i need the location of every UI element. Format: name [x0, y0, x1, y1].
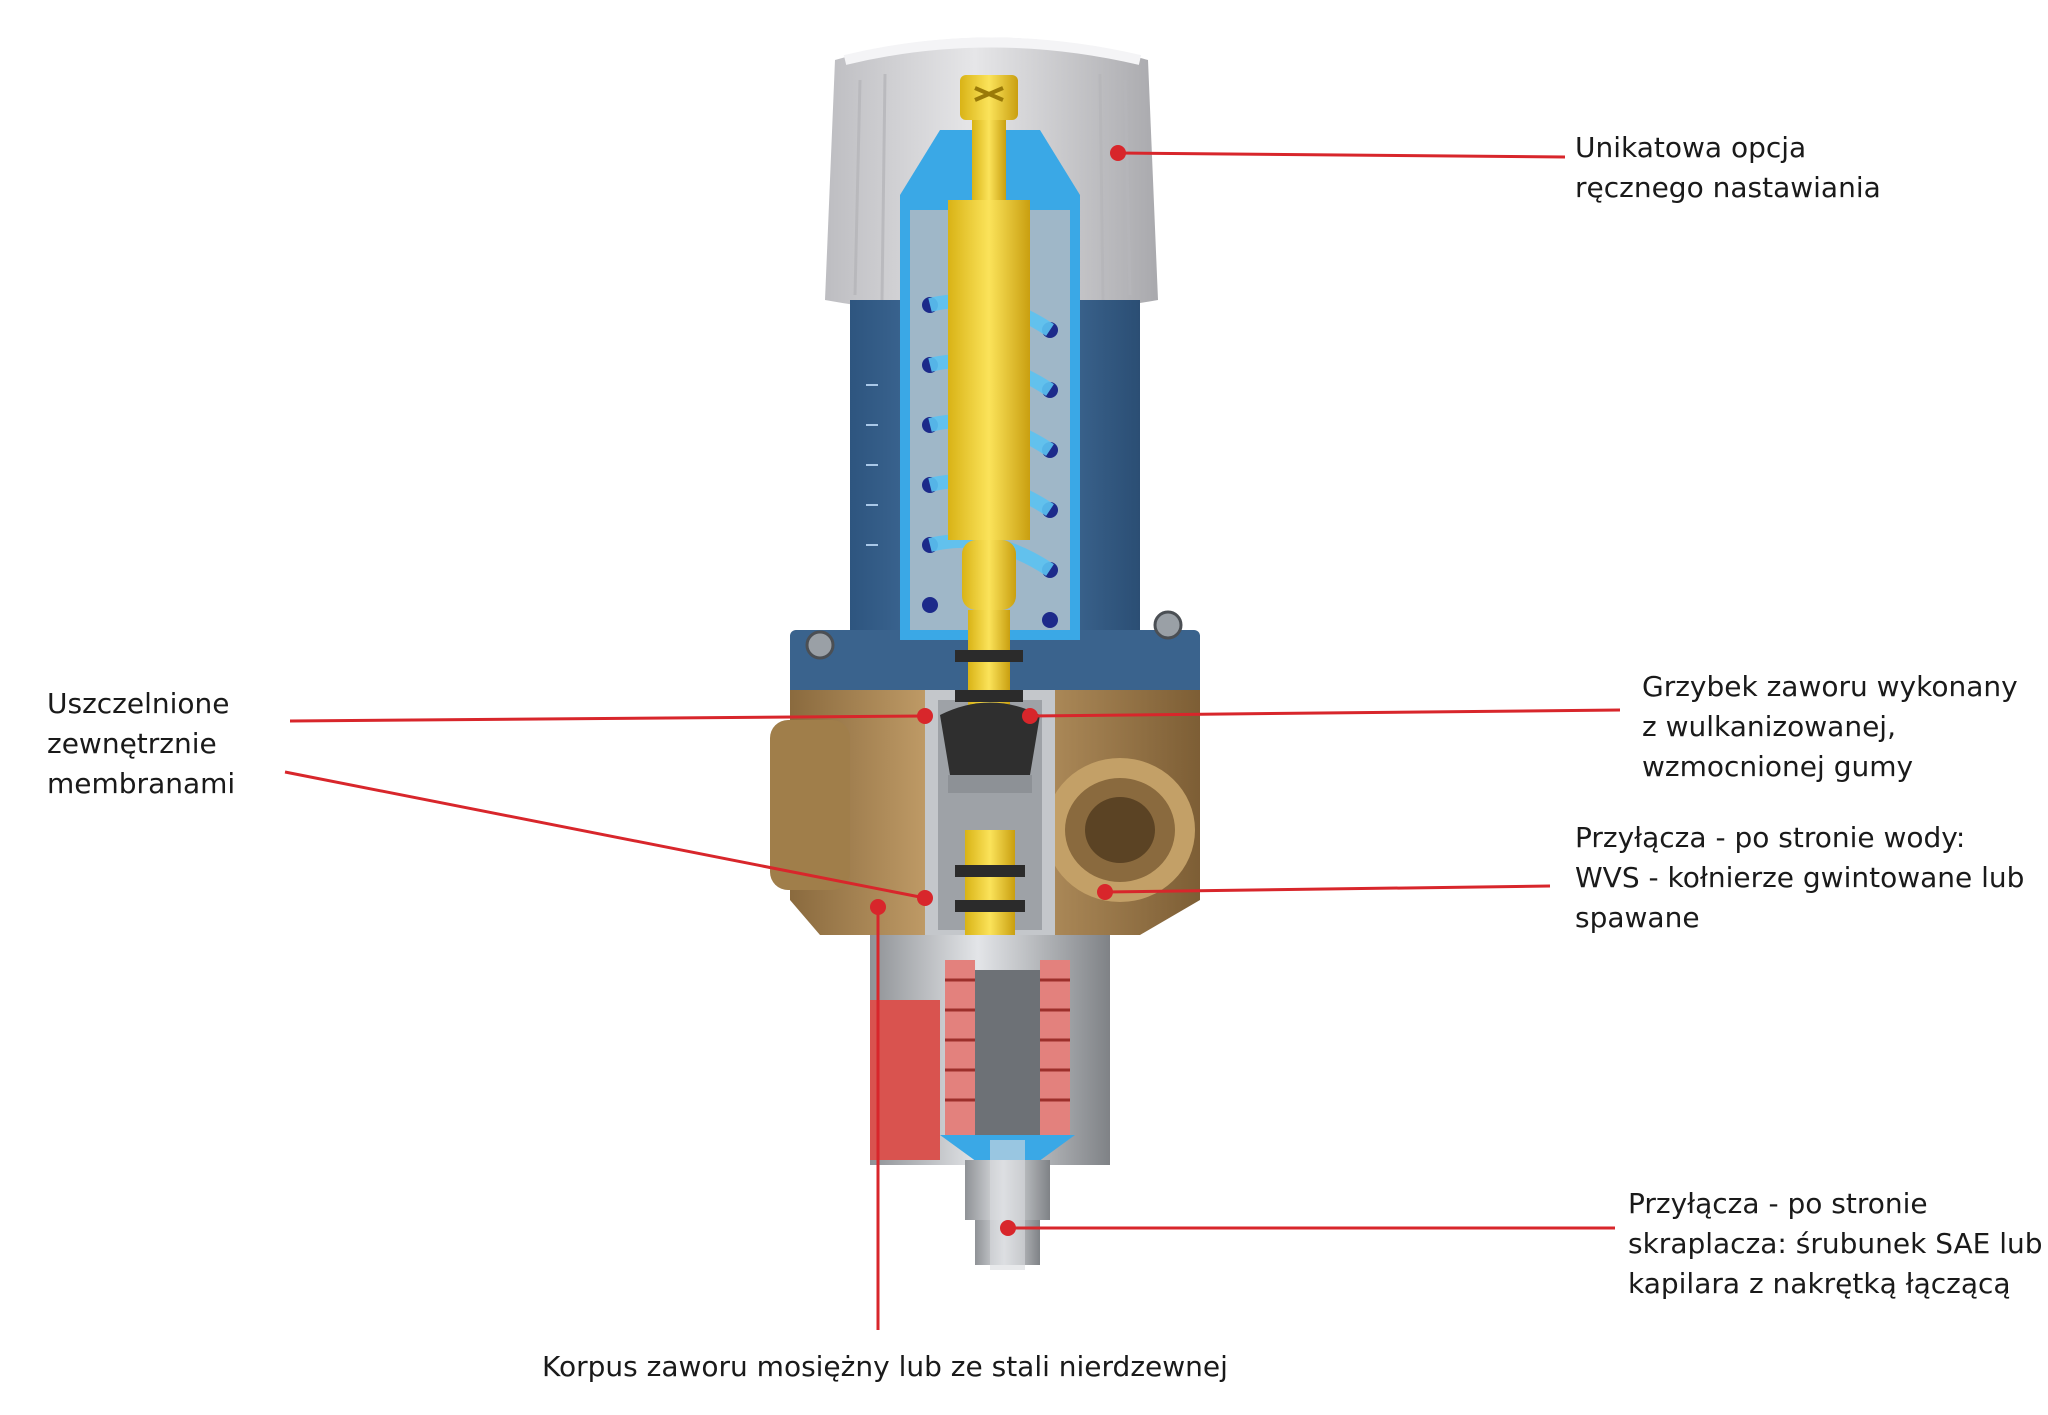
label-line: membranami — [47, 767, 236, 800]
label-line: ręcznego nastawiania — [1575, 171, 1881, 204]
leader-water-connection — [1104, 884, 1551, 894]
bellows-housing — [870, 935, 1110, 1175]
valve-plug — [940, 610, 1040, 940]
adjustment-spindle — [948, 75, 1030, 610]
leader-sealed-membrane-upper — [289, 714, 926, 723]
condenser-connection — [965, 1140, 1050, 1270]
label-line: wzmocnionej gumy — [1642, 750, 1914, 783]
leader-sealed-membrane-lower — [284, 770, 926, 900]
label-manual-setting: Unikatowa opcja ręcznego nastawiania — [1575, 128, 1881, 208]
label-line: z wulkanizowanej, — [1642, 710, 1896, 743]
leader-dots — [870, 145, 1126, 1236]
label-valve-body: Korpus zaworu mosiężny lub ze stali nier… — [542, 1347, 1228, 1387]
label-line: skraplacza: śrubunek SAE lub — [1628, 1227, 2043, 1260]
label-line: spawane — [1575, 901, 1700, 934]
label-line: kapilara z nakrętką łączącą — [1628, 1267, 2011, 1300]
leader-lines — [284, 151, 1621, 1330]
label-line: Unikatowa opcja — [1575, 131, 1807, 164]
label-valve-plug: Grzybek zaworu wykonany z wulkanizowanej… — [1642, 667, 2018, 787]
label-line: Przyłącza - po stronie — [1628, 1187, 1928, 1220]
label-condenser-connections: Przyłącza - po stronie skraplacza: śrubu… — [1628, 1184, 2043, 1304]
label-water-connections: Przyłącza - po stronie wody: WVS - kołni… — [1575, 818, 2024, 938]
leader-valve-plug — [1029, 708, 1621, 718]
label-sealed-membranes: Uszczelnione zewnętrznie membranami — [47, 684, 235, 804]
leader-manual-setting — [1117, 151, 1566, 159]
label-line: Uszczelnione — [47, 687, 230, 720]
label-line: Korpus zaworu mosiężny lub ze stali nier… — [542, 1350, 1228, 1383]
label-line: WVS - kołnierze gwintowane lub — [1575, 861, 2025, 894]
label-line: zewnętrznie — [47, 727, 217, 760]
label-line: Grzybek zaworu wykonany — [1642, 670, 2018, 703]
label-line: Przyłącza - po stronie wody: — [1575, 821, 1966, 854]
